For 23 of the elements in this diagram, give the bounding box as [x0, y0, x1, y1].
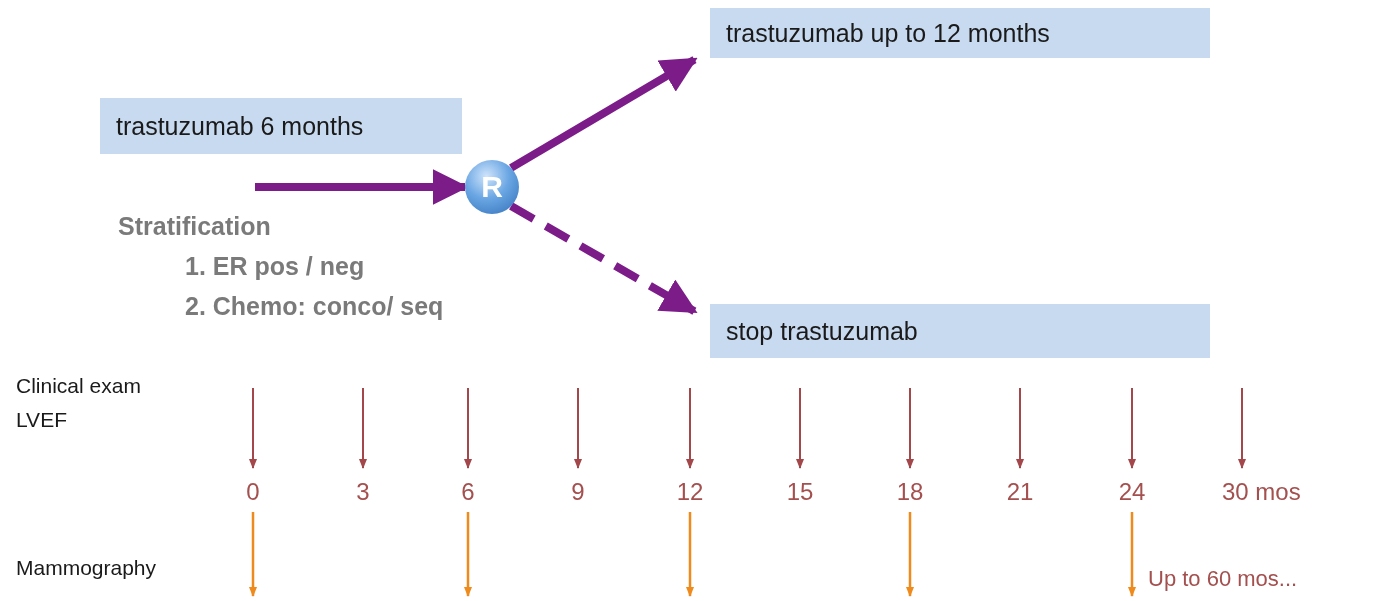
row-label: Mammography	[16, 556, 157, 580]
heading-text: Stratification	[118, 212, 271, 241]
list-item: 1. ER pos / neg	[185, 252, 365, 281]
month-label: 6	[461, 478, 475, 506]
treatment-box: trastuzumab 6 months	[100, 98, 462, 154]
month-label: 3	[356, 478, 370, 506]
arrow	[509, 56, 698, 172]
month-label: 21	[1006, 478, 1034, 506]
treatment-box: trastuzumab up to 12 months	[710, 8, 1210, 58]
randomization-circle: R	[465, 160, 519, 214]
note-text: Up to 60 mos...	[1148, 566, 1298, 592]
list-item: 2. Chemo: conco/ seq	[185, 292, 444, 321]
month-label: 30 mos	[1222, 478, 1301, 506]
month-label: 24	[1118, 478, 1146, 506]
month-label: 12	[676, 478, 704, 506]
month-label: 18	[896, 478, 924, 506]
row-label: LVEF	[16, 408, 67, 432]
row-label: Clinical exam	[16, 374, 141, 398]
treatment-box: stop trastuzumab	[710, 304, 1210, 358]
month-label: 0	[246, 478, 260, 506]
dashed-arrow	[509, 202, 698, 315]
month-label: 15	[786, 478, 814, 506]
month-label: 9	[571, 478, 585, 506]
